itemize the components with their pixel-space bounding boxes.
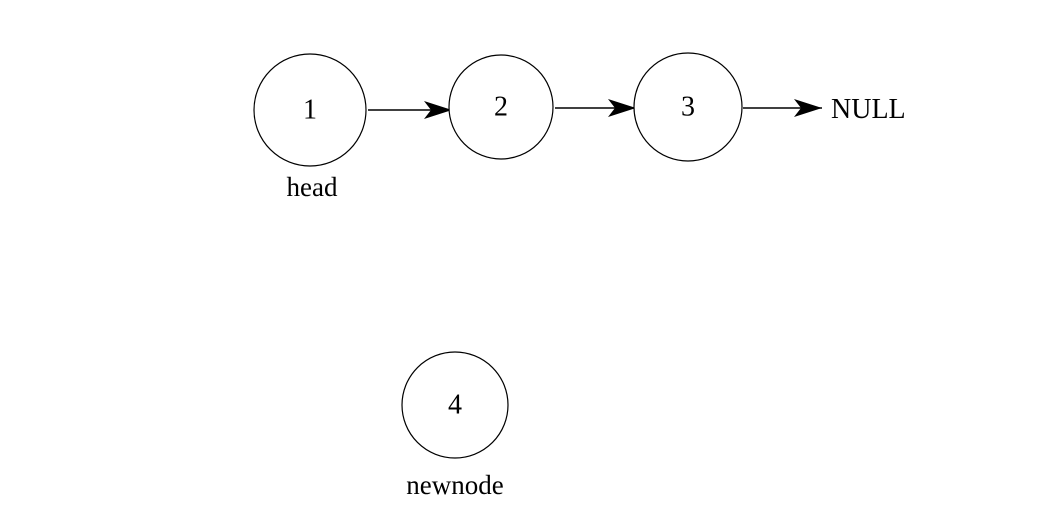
node-value-2: 2 <box>494 91 508 122</box>
null-terminator-label: NULL <box>831 94 906 125</box>
node-caption-head: head <box>287 172 338 202</box>
node-circle-2 <box>448 54 554 160</box>
node-circle-1 <box>253 53 367 167</box>
node-value-3: 3 <box>681 91 695 122</box>
list-node-2: 2 <box>448 54 554 160</box>
node-circle-4 <box>401 351 509 459</box>
node-circle-3 <box>633 52 743 162</box>
list-node-1: 1 head <box>253 53 367 202</box>
arrow-head-icon-node2-node3 <box>608 99 636 117</box>
link-node2-to-node3 <box>555 99 636 117</box>
node-value-1: 1 <box>303 94 317 125</box>
arrow-head-icon-node1-node2 <box>424 101 452 119</box>
link-node3-to-null <box>743 99 822 117</box>
link-node1-to-node2 <box>368 101 452 119</box>
list-node-4-newnode: 4 newnode <box>401 351 509 500</box>
node-caption-newnode: newnode <box>406 470 503 500</box>
node-value-4: 4 <box>448 389 462 420</box>
list-node-3: 3 <box>633 52 743 162</box>
arrow-head-icon-node3-null <box>794 99 822 117</box>
